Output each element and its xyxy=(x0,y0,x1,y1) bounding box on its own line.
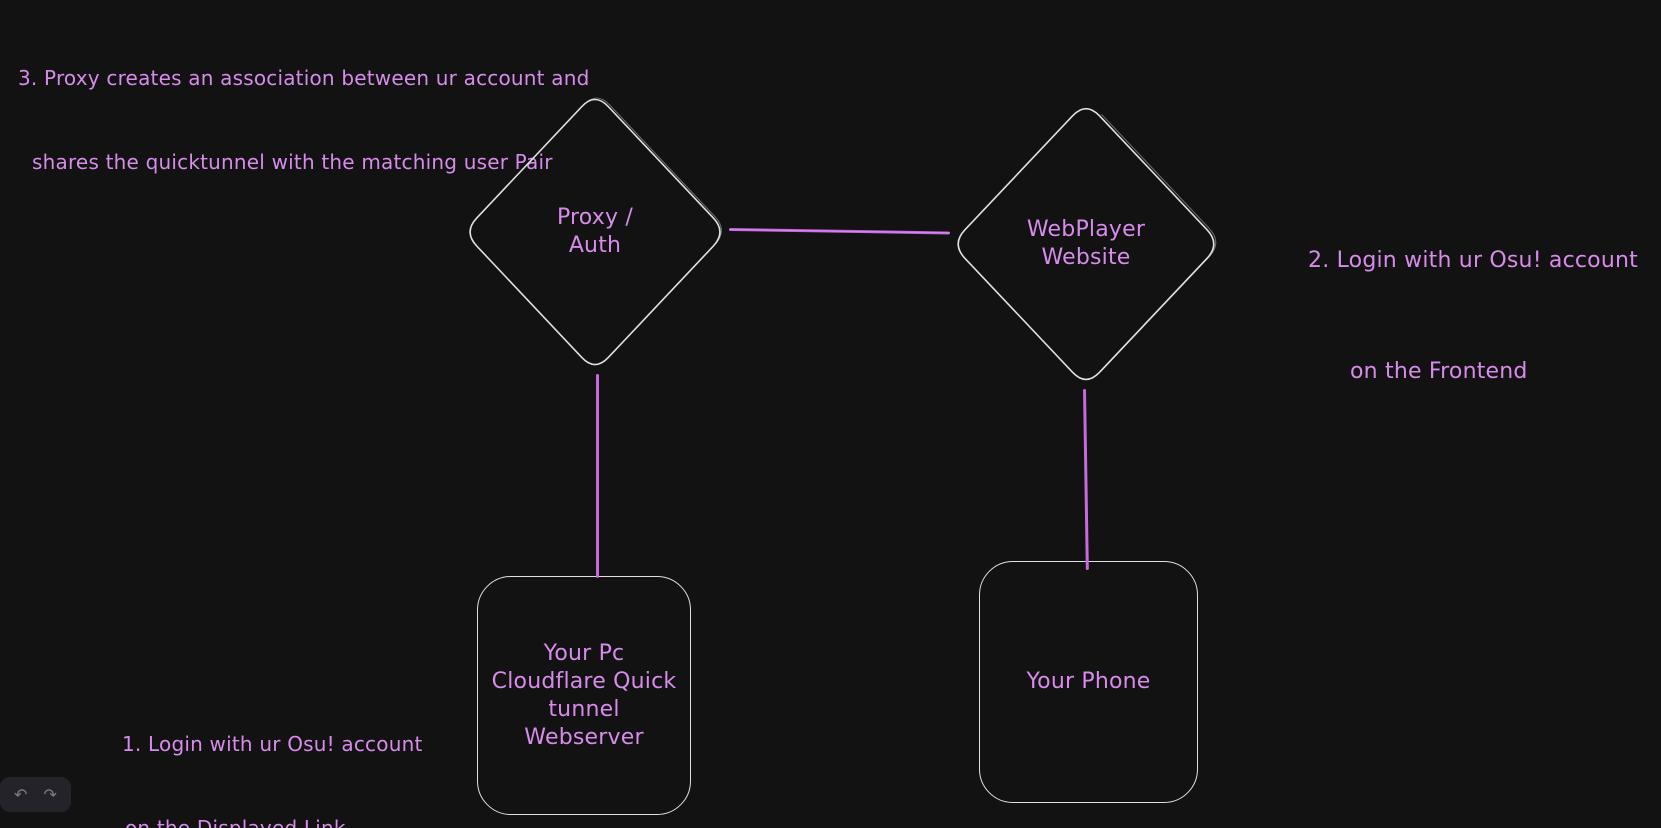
diamond-proxy-auth-label-line1: Proxy / xyxy=(556,205,634,230)
diamond-outline xyxy=(469,97,722,366)
annotation-step-1-line2: on the Displayed Link xyxy=(125,816,346,828)
rect-pc-label-line3: tunnel xyxy=(548,696,620,722)
annotation-step-3-line2: shares the quicktunnel with the matching… xyxy=(32,150,553,174)
connector-proxy-to-webplayer[interactable] xyxy=(728,228,950,235)
undo-button[interactable]: ↶ xyxy=(8,782,34,808)
annotation-step-3[interactable]: 3. Proxy creates an association between … xyxy=(18,8,590,232)
rect-your-phone[interactable]: Your Phone xyxy=(979,561,1198,803)
diamond-webplayer-label: WebPlayer Website xyxy=(950,100,1222,388)
rect-pc-label-line4: Webserver xyxy=(524,724,644,750)
undo-icon: ↶ xyxy=(14,784,28,804)
connector-proxy-to-pc[interactable] xyxy=(596,374,599,578)
diamond-proxy-auth-label: Proxy / Auth xyxy=(462,91,728,373)
connector-webplayer-to-phone[interactable] xyxy=(1083,388,1089,570)
annotation-step-2-line2: on the Frontend xyxy=(1350,359,1528,384)
annotation-step-2-line1: 2. Login with ur Osu! account xyxy=(1308,248,1638,273)
rect-pc-cloudflare-tunnel[interactable]: Your Pc Cloudflare Quick tunnel Webserve… xyxy=(477,576,691,815)
redo-icon: ↷ xyxy=(43,784,57,804)
diamond-webplayer-website[interactable]: WebPlayer Website xyxy=(950,100,1222,388)
annotation-step-1[interactable]: 1. Login with ur Osu! account on the Dis… xyxy=(122,674,423,828)
annotation-step-2[interactable]: 2. Login with ur Osu! account on the Fro… xyxy=(1308,168,1638,464)
diamond-outline xyxy=(957,107,1217,381)
rect-your-phone-label: Your Phone xyxy=(1026,669,1151,694)
rect-pc-label-line2: Cloudflare Quick xyxy=(491,668,677,694)
diamond-proxy-auth[interactable]: Proxy / Auth xyxy=(462,91,728,373)
diamond-webplayer-label-line2: Website xyxy=(1041,245,1131,270)
annotation-step-3-line1: 3. Proxy creates an association between … xyxy=(18,66,590,90)
redo-button[interactable]: ↷ xyxy=(37,782,63,808)
annotation-step-1-line1: 1. Login with ur Osu! account xyxy=(122,732,423,756)
diamond-proxy-auth-label-line2: Auth xyxy=(568,233,622,258)
rect-pc-label-line1: Your Pc xyxy=(543,640,625,666)
history-island: ↶ ↷ xyxy=(0,777,71,812)
diamond-webplayer-label-line1: WebPlayer xyxy=(1026,217,1146,242)
